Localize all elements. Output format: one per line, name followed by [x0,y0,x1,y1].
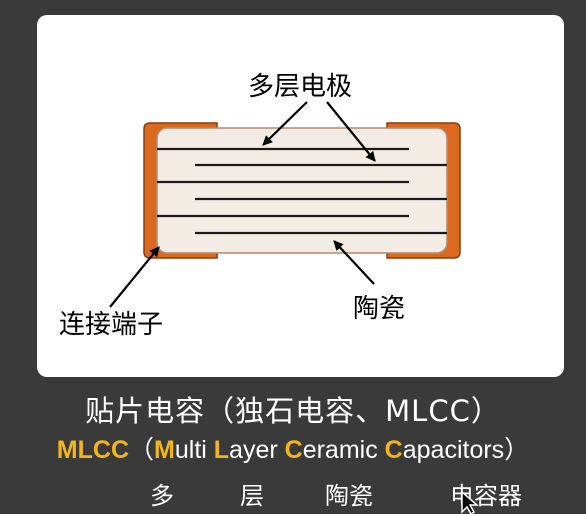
translation-taoci: 陶瓷 [325,482,373,510]
subtitle-letter-l: L [213,436,230,464]
arrow-electrodes-left [262,101,308,146]
arrow-ceramic [333,240,375,285]
caption-title: 贴片电容（独石电容、MLCC） [85,394,501,428]
arrow-electrodes-right [326,101,376,162]
subtitle-word-ceramic: eramic [302,436,385,464]
translation-duo: 多 [150,482,174,510]
label-terminals: 连接端子 [59,310,163,340]
subtitle-letter-c2: C [384,436,403,464]
translation-ceng: 层 [240,482,264,510]
caption-translation: 多 层 陶瓷 电容器 [0,476,586,514]
arrow-terminals [109,246,160,308]
ceramic-body [156,127,448,254]
subtitle-open: （ [129,436,155,464]
label-ceramic: 陶瓷 [353,294,405,324]
subtitle-letter-c1: C [284,436,303,464]
label-electrodes: 多层电极 [248,72,352,102]
subtitle-word-multi: ulti [174,436,214,464]
subtitle-word-layer: ayer [229,436,285,464]
diagram-card: 多层电极 陶瓷 连接端子 [37,15,564,377]
mlcc-diagram: 多层电极 陶瓷 连接端子 [59,72,461,340]
mouse-cursor-icon [461,490,480,514]
caption-subtitle: MLCC（Multi Layer Ceramic Capacitors） [0,430,586,466]
subtitle-abbr: MLCC [56,436,130,464]
subtitle-word-capacitors: apacitors） [402,436,530,464]
subtitle-letter-m: M [154,436,175,464]
